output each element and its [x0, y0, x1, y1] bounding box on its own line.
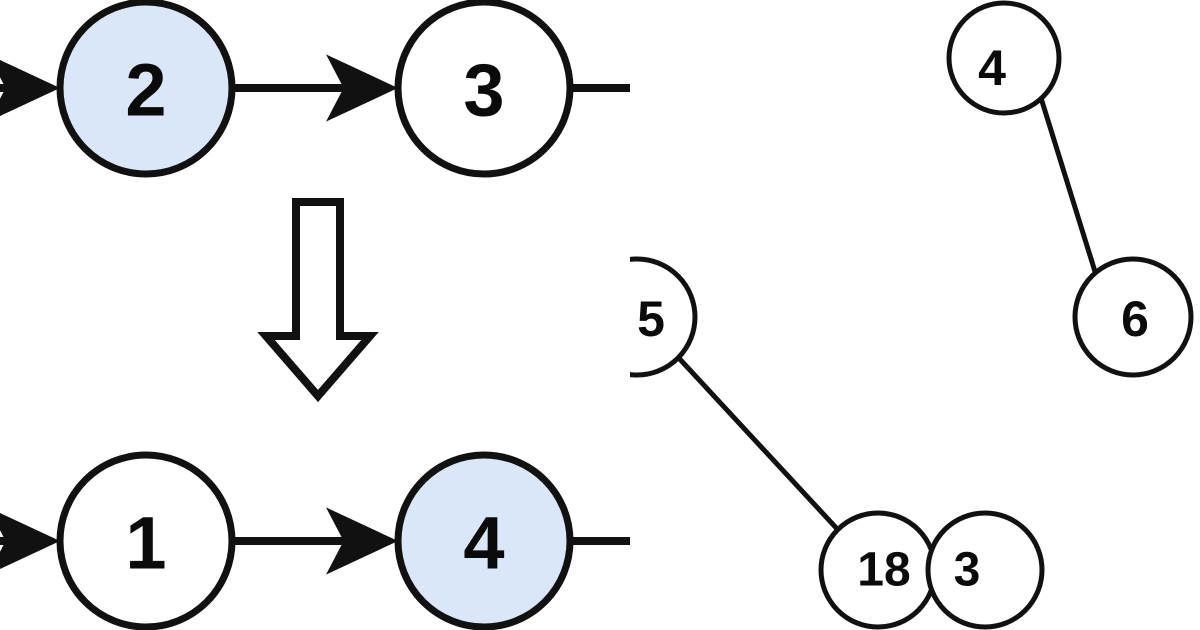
- graph-node-3-circle[interactable]: [925, 510, 1045, 630]
- node-1-circle[interactable]: [56, 451, 236, 630]
- graph-node-4-circle[interactable]: [946, 0, 1062, 116]
- graph-node-3-label: 3: [954, 544, 981, 597]
- graph-panel: 4 6 5 18 3: [579, 0, 1194, 630]
- node-3-top-label: 3: [463, 49, 504, 132]
- graph-node-18-label: 18: [857, 544, 910, 597]
- linked-list-row-before: 2 3: [0, 0, 630, 178]
- edge-4-to-6: [1038, 97, 1100, 279]
- node-1-label: 1: [125, 502, 166, 585]
- linked-list-row-after: 1 4: [0, 451, 630, 630]
- graph-node-6-circle[interactable]: [1072, 256, 1194, 378]
- node-2-label: 2: [125, 49, 166, 132]
- node-2-circle[interactable]: [56, 0, 236, 178]
- graph-node-6-label: 6: [1121, 291, 1149, 347]
- linked-list-panel: 2 3 1 4: [0, 0, 630, 630]
- node-4-bottom-label: 4: [463, 502, 504, 585]
- downward-block-arrow-icon: [257, 198, 379, 403]
- graph-node-5-circle[interactable]: [579, 256, 698, 378]
- graph-node-5-label: 5: [637, 291, 665, 347]
- edge-5-to-18: [674, 353, 842, 534]
- graph-node-4-label: 4: [978, 40, 1006, 96]
